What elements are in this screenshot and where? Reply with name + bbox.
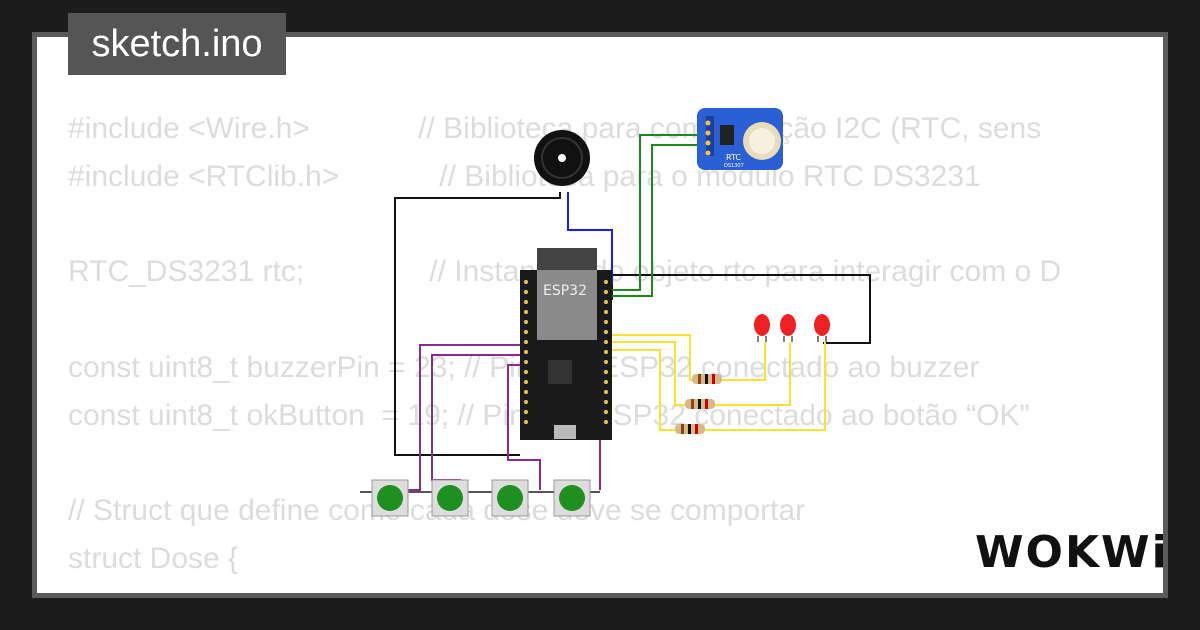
wire-purple xyxy=(431,354,520,490)
wire-green xyxy=(612,144,705,297)
wire-black xyxy=(611,274,871,344)
pushbutton-icon xyxy=(553,479,591,517)
rtc-sub: DS1307 xyxy=(724,163,744,169)
led-icon xyxy=(780,314,796,342)
wokwi-logo: WOKWi xyxy=(975,527,1169,578)
wire-green xyxy=(612,134,705,291)
code-line: uint8_t hora; // Hora da dose (0-23) xyxy=(68,583,1061,593)
rtc-label: RTC xyxy=(726,153,741,162)
pushbutton-icon xyxy=(491,479,529,517)
wire-yellow xyxy=(602,341,791,406)
pushbutton-icon xyxy=(431,479,469,517)
pushbutton-icon xyxy=(371,479,409,517)
esp32-label: ESP32 xyxy=(543,283,587,299)
wire-black xyxy=(394,192,561,456)
led-icon xyxy=(754,314,770,342)
wire-blue xyxy=(567,192,613,285)
buzzer-icon xyxy=(534,130,590,186)
wire-purple xyxy=(507,364,541,490)
code-line: #include <Wire.h> // Biblioteca para com… xyxy=(68,112,1042,145)
wire-yellow xyxy=(602,342,826,431)
rtc-module-icon: RTC DS1307 xyxy=(697,108,783,170)
code-line: struct Dose { xyxy=(68,542,239,576)
file-title: sketch.ino xyxy=(68,13,286,75)
led-icon xyxy=(814,314,830,342)
resistor-icon xyxy=(692,374,722,384)
resistor-icon xyxy=(675,424,705,434)
esp32-board-icon: ESP32 xyxy=(520,248,612,440)
wire-yellow xyxy=(602,334,766,381)
resistor-icon xyxy=(685,399,715,409)
